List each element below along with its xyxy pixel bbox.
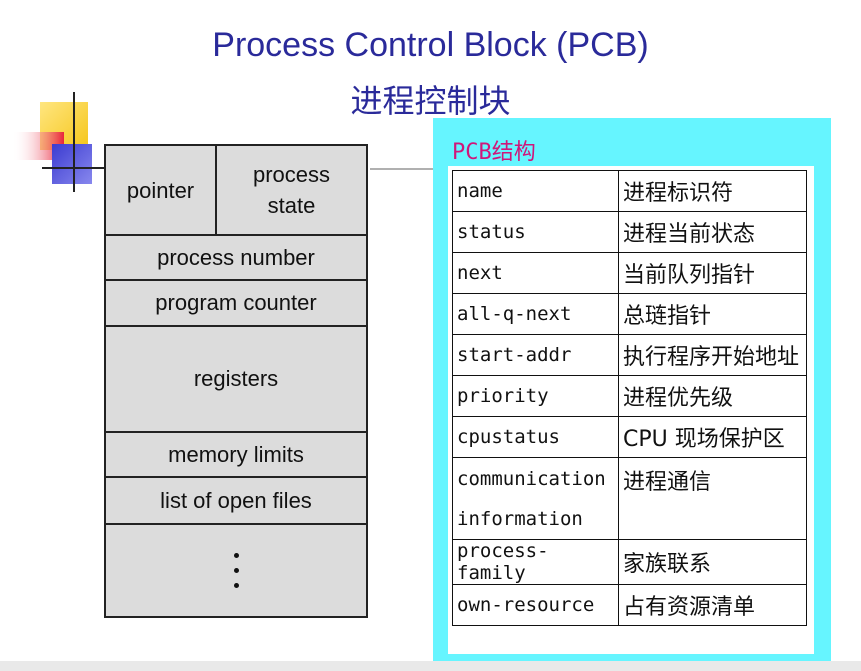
table-row: cpustatus CPU 现场保护区 [452,416,807,458]
table-row: name 进程标识符 [452,170,807,212]
field-name-text: own-resource [457,594,595,616]
separator-line [370,168,440,170]
page-title: Process Control Block (PCB) [212,26,649,64]
field-name-text: all-q-next [457,303,572,325]
field-description: 进程通信 [618,457,807,540]
memory-limits-row: memory limits [106,433,366,478]
pcb-diagram: pointer process state process number pro… [104,144,368,618]
process-number-row: process number [106,236,366,281]
table-row: start-addr 执行程序开始地址 [452,334,807,376]
field-name: cpustatus [452,416,619,458]
field-description: 进程标识符 [618,170,807,212]
table-row: all-q-next 总琏指针 [452,293,807,335]
field-name-text-line2: information [457,507,583,530]
field-description: CPU 现场保护区 [618,416,807,458]
field-description: 占有资源清单 [618,584,807,626]
field-name: all-q-next [452,293,619,335]
field-name: next [452,252,619,294]
pcb-header-row: pointer process state [106,146,366,236]
field-name: own-resource [452,584,619,626]
field-name-text: priority [457,385,549,407]
open-files-row: list of open files [106,478,366,525]
registers-row: registers [106,327,366,433]
field-name-text: name [457,180,503,202]
field-description: 家族联系 [618,539,807,585]
field-name-text: status [457,221,526,243]
field-description: 进程当前状态 [618,211,807,253]
field-name: process-family [452,539,619,585]
field-description: 进程优先级 [618,375,807,417]
field-description: 执行程序开始地址 [618,334,807,376]
table-row: priority 进程优先级 [452,375,807,417]
table-row: status 进程当前状态 [452,211,807,253]
ellipsis-icon [233,553,239,588]
process-state-cell: process state [252,162,331,218]
table-row: next 当前队列指针 [452,252,807,294]
field-name-text: next [457,262,503,284]
field-name-text: start-addr [457,344,572,366]
field-name-text: process-family [457,540,549,584]
field-name-text: cpustatus [457,426,560,448]
field-name: name [452,170,619,212]
pcb-structure-title: PCB结构 [452,140,536,165]
ellipsis-row [106,525,366,616]
page-subtitle: 进程控制块 [350,82,511,120]
bottom-strip [0,661,861,671]
decorative-logo-icon [12,92,108,192]
program-counter-row: program counter [106,281,366,327]
field-name-text: communication [457,467,606,490]
field-name: priority [452,375,619,417]
field-name: start-addr [452,334,619,376]
field-description: 当前队列指针 [618,252,807,294]
field-description: 总琏指针 [618,293,807,335]
field-name: status [452,211,619,253]
table-row: process-family 家族联系 [452,539,807,585]
table-row: communication information 进程通信 [452,457,807,540]
pointer-cell: pointer [106,146,217,234]
table-row: own-resource 占有资源清单 [452,584,807,626]
field-name: communication information [452,457,619,540]
